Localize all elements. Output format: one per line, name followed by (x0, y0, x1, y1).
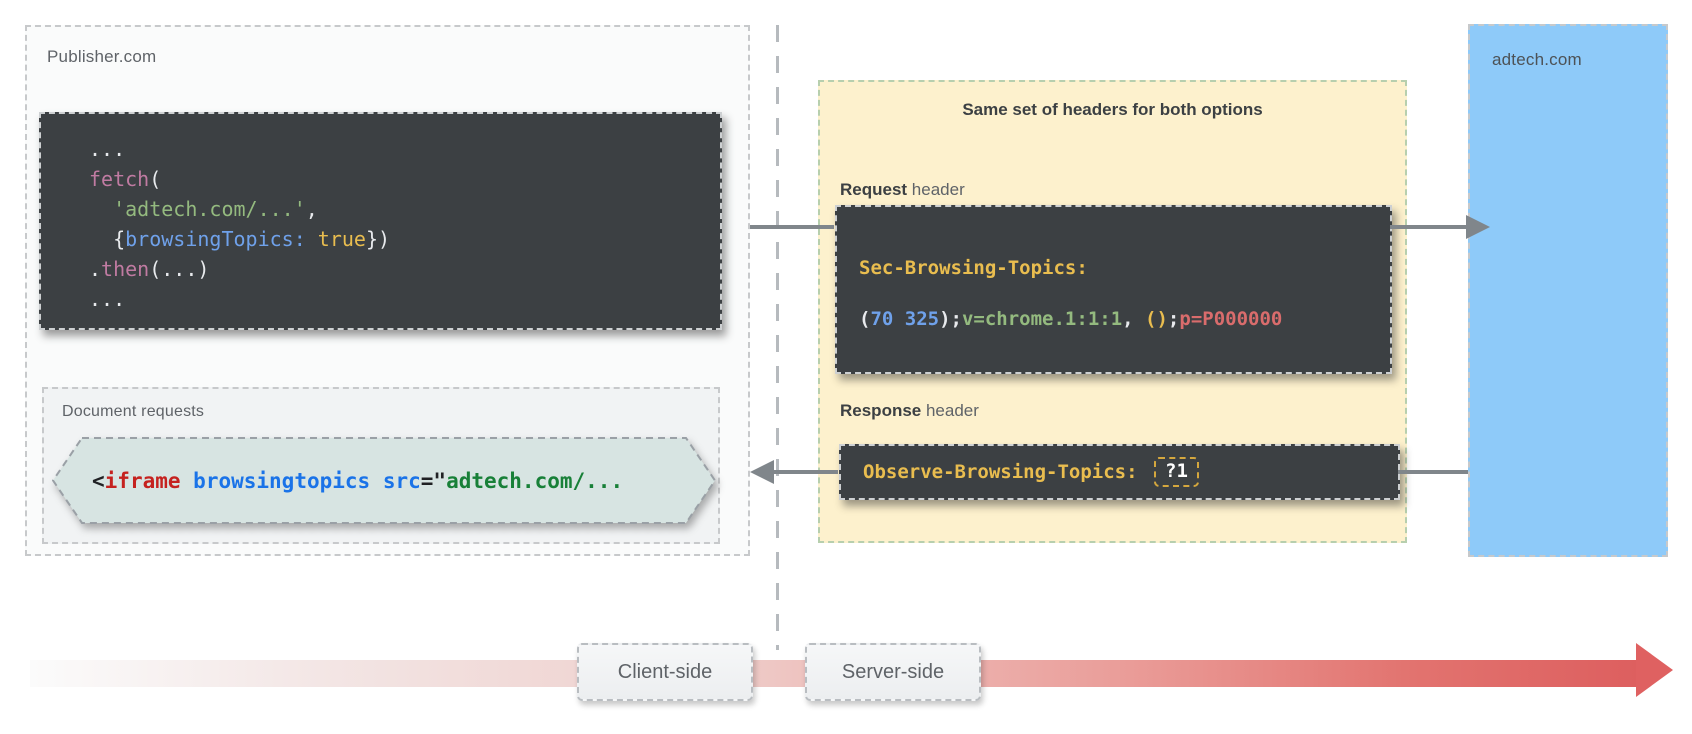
request-header-code-line: (70 325);v=chrome.1:1:1, ();p=P000000 (859, 308, 1283, 330)
response-header-label-bold: Response (840, 401, 922, 420)
fetch-code-line: ... (89, 287, 126, 311)
fetch-code-line: .then(...) (89, 257, 210, 281)
fetch-code-line: {browsingTopics: true}) (89, 227, 391, 251)
request-arrowhead-icon (1466, 215, 1490, 239)
document-requests-label: Document requests (62, 403, 205, 420)
server-side-label: Server-side (841, 660, 945, 683)
timeline-arrowhead-icon (1636, 643, 1673, 697)
response-header-code-line: Observe-Browsing-Topics: ?1 (841, 446, 1398, 498)
response-arrow-left-segment (772, 470, 838, 474)
request-header-label-rest: header (907, 180, 965, 199)
response-header-label: Response header (840, 401, 979, 421)
adtech-label: adtech.com (1492, 50, 1582, 69)
iframe-snippet-shape: <iframe browsingtopics src="adtech.com/.… (52, 437, 716, 524)
hexagon-outline (52, 437, 716, 524)
publisher-panel: Publisher.com ... fetch( 'adtech.com/...… (25, 25, 750, 556)
request-header-code-block: Sec-Browsing-Topics: (70 325);v=chrome.1… (835, 205, 1392, 374)
fetch-code-line: ... (89, 137, 126, 161)
server-side-label-box: Server-side (805, 643, 981, 701)
request-arrow-right-segment (1390, 225, 1468, 229)
fetch-code-line: 'adtech.com/...', (113, 197, 318, 221)
request-arrow-left-segment (750, 225, 834, 229)
document-requests-panel: Document requests <iframe browsingtopics… (42, 387, 720, 544)
client-side-label-box: Client-side (577, 643, 753, 701)
request-header-label-bold: Request (840, 180, 908, 199)
request-header-label: Request header (840, 180, 965, 200)
adtech-panel: adtech.com (1468, 24, 1668, 557)
request-header-code-line: Sec-Browsing-Topics: (859, 257, 1088, 279)
headers-panel: Same set of headers for both options Req… (818, 80, 1407, 543)
response-arrowhead-icon (750, 460, 774, 484)
fetch-code-block: ... fetch( 'adtech.com/...', {browsingTo… (39, 112, 722, 330)
response-arrow-right-segment (1398, 470, 1468, 474)
publisher-label: Publisher.com (47, 47, 157, 66)
client-server-divider-line (776, 25, 779, 650)
iframe-code: <iframe browsingtopics src="adtech.com/.… (92, 468, 624, 493)
client-side-label: Client-side (617, 660, 713, 683)
response-header-label-rest: header (921, 401, 979, 420)
response-header-code-block: Observe-Browsing-Topics: ?1 (839, 444, 1400, 500)
fetch-code-line: fetch( (89, 167, 162, 191)
headers-panel-title: Same set of headers for both options (962, 100, 1263, 119)
